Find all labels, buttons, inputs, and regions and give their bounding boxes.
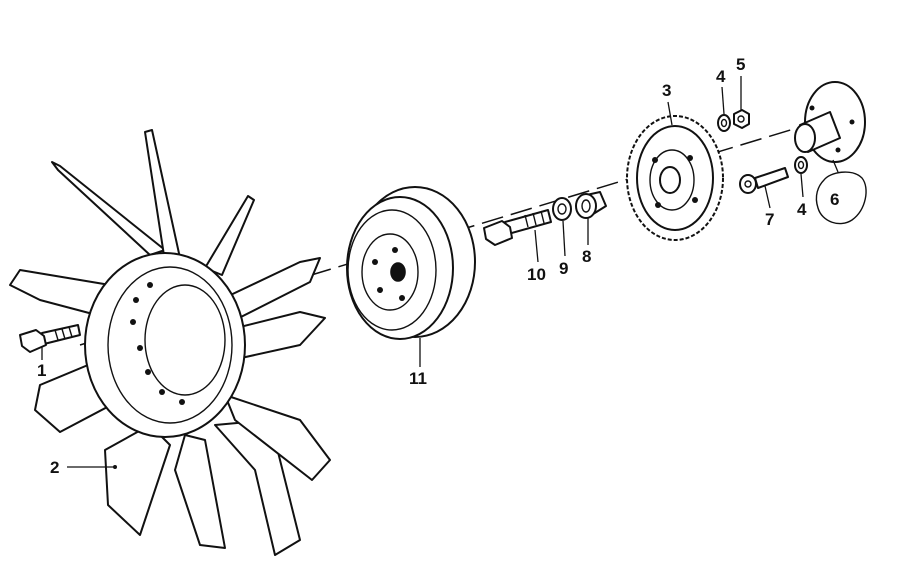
label-part-4-lower: 4 <box>797 200 807 219</box>
washer <box>552 197 572 221</box>
label-part-8: 8 <box>582 247 591 266</box>
label-part-1: 1 <box>37 361 46 380</box>
lower-washer <box>794 156 808 174</box>
part-6-highlight <box>815 171 867 225</box>
label-part-10: 10 <box>527 265 546 284</box>
hub-bolt <box>739 167 789 194</box>
label-part-11: 11 <box>409 369 427 388</box>
label-part-3: 3 <box>662 81 671 100</box>
spacer <box>575 191 607 219</box>
label-part-5: 5 <box>736 55 745 74</box>
viscous-fan-clutch <box>626 115 724 241</box>
leader-lines <box>41 76 839 469</box>
pulley-bolt <box>483 209 552 246</box>
label-part-7: 7 <box>765 210 774 229</box>
fan-blade-assembly <box>9 129 331 556</box>
label-part-9: 9 <box>559 259 568 278</box>
hub-flange <box>794 81 866 163</box>
fan-bolt <box>19 324 81 353</box>
callout-labels: 1 2 3 4 5 6 7 4 8 9 10 11 <box>37 55 839 477</box>
upper-washer <box>717 114 731 132</box>
nut <box>733 109 750 129</box>
label-part-6: 6 <box>830 190 839 209</box>
label-part-4-upper: 4 <box>716 67 726 86</box>
label-part-2: 2 <box>50 458 59 477</box>
pulley <box>346 186 476 340</box>
